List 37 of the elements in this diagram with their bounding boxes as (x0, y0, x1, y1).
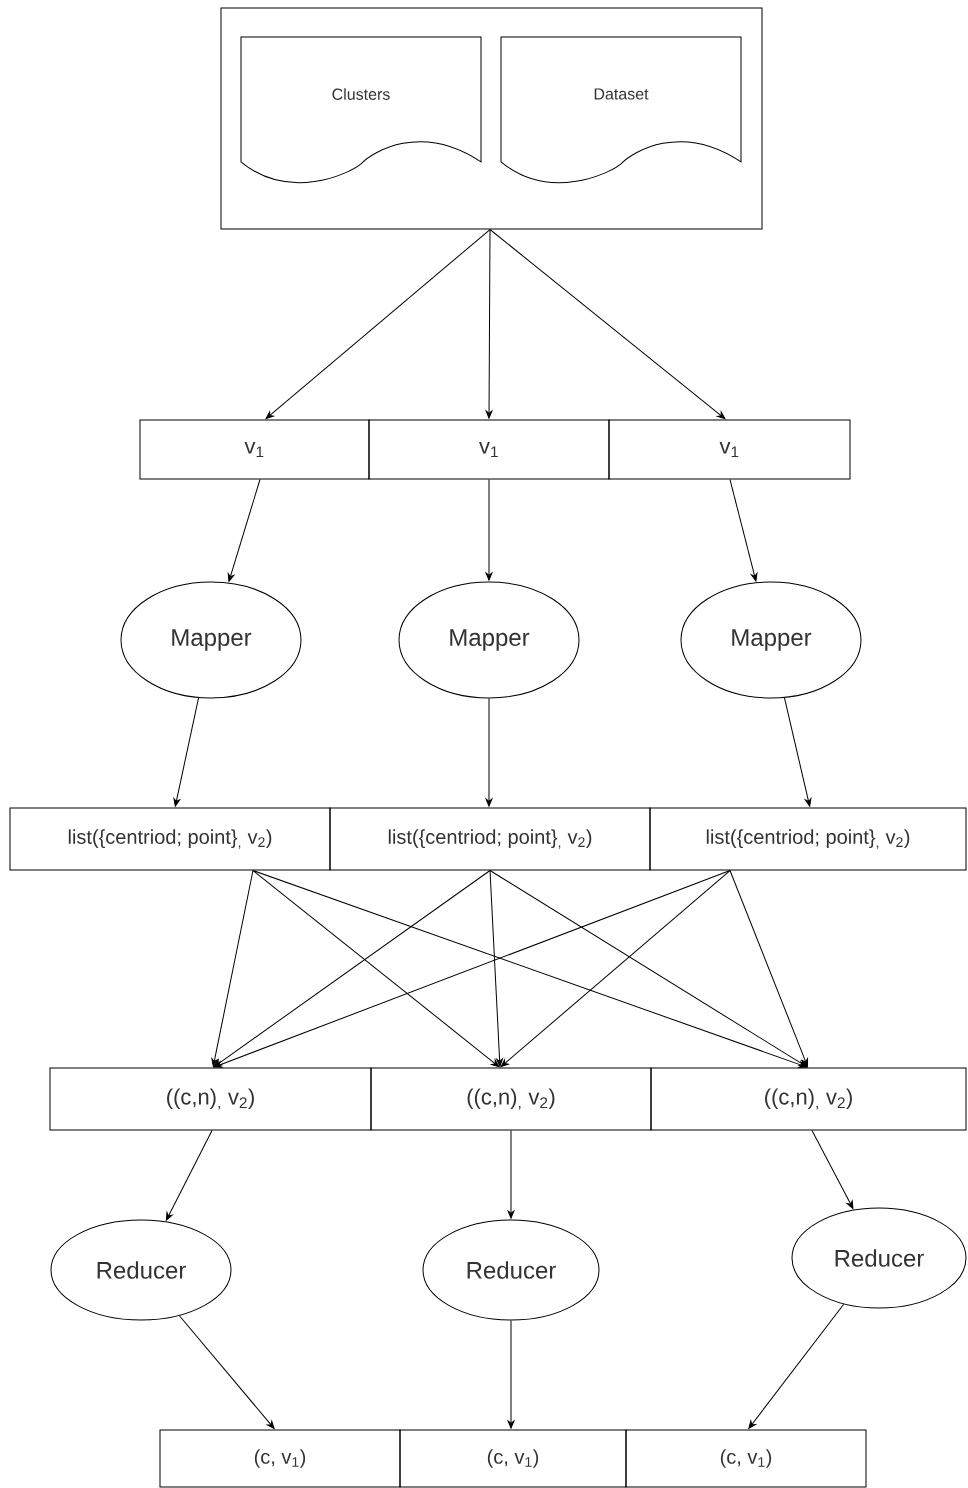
arrow (507, 1130, 515, 1219)
output-cell: list({centriod; point}$_{,}$ v$_{2}$) (9, 807, 331, 871)
arrow (811, 1130, 854, 1209)
input-cell: v$_{1}$ (368, 419, 610, 480)
arrow (178, 1315, 275, 1429)
pair-cell: ((c,n)$_{,}$ v$_{2}$) (49, 1067, 372, 1131)
pair-cell: ((c,n)$_{,}$ v$_{2}$) (370, 1067, 652, 1131)
arrow (485, 698, 493, 807)
arrow (748, 1303, 845, 1429)
input-cell: v$_{1}$ (139, 419, 370, 480)
arrow (252, 870, 500, 1068)
arrow (489, 870, 808, 1068)
arrow (252, 870, 808, 1068)
arrow (500, 870, 731, 1068)
result-cell: (c, v$_{1}$) (399, 1429, 627, 1488)
arrow (485, 479, 493, 581)
arrow (213, 870, 731, 1068)
arrow (489, 229, 726, 420)
arrow (211, 870, 254, 1067)
arrow (213, 870, 491, 1068)
output-cell: list({centriod; point}$_{,}$ v$_{2}$) (649, 807, 967, 871)
arrow (507, 1320, 515, 1429)
arrow (729, 870, 809, 1067)
arrow (489, 870, 503, 1067)
arrow (173, 697, 200, 807)
arrow (485, 229, 493, 419)
arrow (729, 479, 758, 582)
input-cell: v$_{1}$ (608, 419, 851, 480)
pair-cell: ((c,n)$_{,}$ v$_{2}$) (650, 1067, 967, 1131)
output-cell: list({centriod; point}$_{,}$ v$_{2}$) (329, 807, 651, 871)
result-cell: (c, v$_{1}$) (625, 1429, 867, 1488)
arrow (227, 479, 261, 582)
arrow (165, 1130, 213, 1221)
result-cell: (c, v$_{1}$) (159, 1429, 401, 1488)
arrow (265, 229, 491, 420)
arrow (783, 697, 812, 807)
container-box (220, 7, 763, 230)
